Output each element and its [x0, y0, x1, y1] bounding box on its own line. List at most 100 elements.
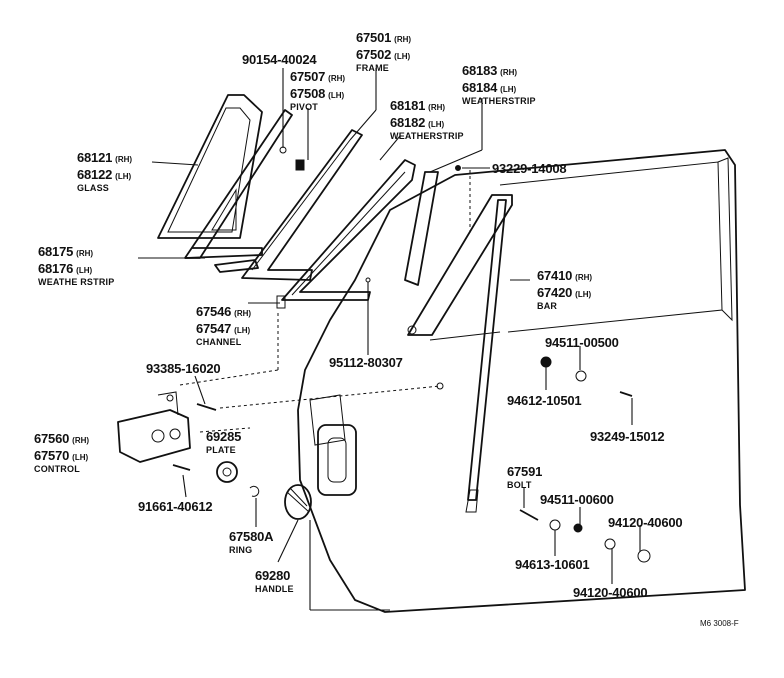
label-95112: 95112-80307: [329, 355, 403, 372]
side-rh: (RH): [575, 273, 593, 282]
label-frame: 67501(RH) 67502(LH) FRAME: [356, 30, 411, 73]
side-lh: (LH): [328, 90, 345, 100]
label-93229: 93229-14008: [492, 161, 567, 178]
label-94120-a: 94120-40600: [608, 515, 683, 532]
label-93385: 93385-16020: [146, 361, 221, 378]
side-rh: (RH): [76, 249, 94, 258]
side-lh: (LH): [428, 119, 445, 129]
label-glass: 68121(RH) 68122(LH) GLASS: [77, 150, 132, 193]
part-number-lh: 67502: [356, 46, 392, 62]
side-lh: (LH): [234, 325, 251, 335]
label-94612: 94612-10501: [507, 393, 582, 410]
vent-glass: [157, 94, 263, 239]
part-name: FRAME: [356, 62, 389, 73]
plate-69285: [216, 461, 238, 483]
side-rh: (RH): [115, 155, 133, 164]
ring-67580a: [249, 485, 260, 497]
label-94613: 94613-10601: [515, 557, 590, 574]
part-number-rh: 67546: [196, 304, 232, 319]
part-number-lh: 68184: [462, 79, 498, 95]
part-number: 69285: [206, 429, 242, 444]
part-number-rh: 67507: [290, 69, 326, 84]
label-91661: 91661-40612: [138, 499, 213, 516]
alignment-lines: [179, 170, 471, 433]
part-number-rh: 68181: [390, 98, 426, 113]
division-bar: [407, 194, 513, 513]
part-name: WEATHERSTRIP: [390, 130, 464, 141]
part-number: 67580A: [229, 529, 274, 544]
part-number: 93249-15012: [590, 429, 665, 444]
part-number-lh: 67420: [537, 284, 573, 300]
pivot: [279, 146, 305, 171]
figure-code: M6 3008-F: [700, 619, 739, 628]
part-number-lh: 67508: [290, 85, 326, 101]
part-name: HANDLE: [255, 583, 294, 594]
side-rh: (RH): [428, 103, 446, 112]
side-lh: (LH): [575, 289, 592, 299]
part-number: 94511-00500: [545, 335, 619, 350]
part-number-rh: 68183: [462, 63, 498, 78]
label-94511-a: 94511-00500: [545, 335, 619, 352]
part-name: PIVOT: [290, 101, 319, 112]
part-number: 91661-40612: [138, 499, 213, 514]
part-number: 94120-40600: [573, 585, 648, 600]
label-plate: 69285 PLATE: [206, 429, 241, 455]
part-number: 90154-40024: [242, 52, 317, 67]
side-lh: (LH): [72, 452, 89, 462]
part-number-lh: 67570: [34, 447, 70, 463]
side-rh: (RH): [394, 35, 412, 44]
part-number: 69280: [255, 568, 291, 583]
side-lh: (LH): [394, 51, 411, 61]
part-name: GLASS: [77, 182, 110, 193]
part-number-lh: 68182: [390, 114, 426, 130]
label-channel: 67546(RH) 67547(LH) CHANNEL: [196, 304, 251, 347]
window-handle: [284, 484, 312, 520]
side-lh: (LH): [500, 84, 517, 94]
label-control: 67560(RH) 67570(LH) CONTROL: [34, 431, 89, 474]
side-lh: (LH): [115, 171, 132, 181]
side-rh: (RH): [328, 74, 346, 83]
part-name: WEATHE RSTRIP: [38, 276, 115, 287]
part-name: RING: [229, 544, 253, 555]
label-figure-code: M6 3008-F: [700, 614, 739, 631]
label-weatherstrip-68181: 68181(RH) 68182(LH) WEATHERSTRIP: [390, 98, 464, 141]
label-94120-b: 94120-40600: [573, 585, 648, 602]
part-number-rh: 67501: [356, 30, 392, 45]
label-weatherstrip-68183: 68183(RH) 68184(LH) WEATHERSTRIP: [462, 63, 536, 106]
part-number: 93229-14008: [492, 161, 567, 176]
fasteners: [172, 165, 651, 563]
part-number: 93385-16020: [146, 361, 221, 376]
label-ring: 67580A RING: [229, 529, 274, 555]
channel-67546: [214, 259, 286, 309]
label-handle: 69280 HANDLE: [255, 568, 294, 594]
weatherstrip-68183: [404, 171, 439, 286]
part-number-lh: 68176: [38, 260, 74, 276]
door-panel: [297, 149, 746, 613]
label-bar: 67410(RH) 67420(LH) BAR: [537, 268, 592, 311]
part-name: WEATHERSTRIP: [462, 95, 536, 106]
control-regulator: [117, 391, 191, 463]
label-weatherstrip-68175: 68175(RH) 68176(LH) WEATHE RSTRIP: [38, 244, 114, 287]
part-name: CONTROL: [34, 463, 80, 474]
part-number-rh: 68121: [77, 150, 113, 165]
label-90154: 90154-40024: [242, 52, 317, 69]
part-name: BAR: [537, 300, 558, 311]
part-number-lh: 68122: [77, 166, 113, 182]
vent-frame: [241, 129, 363, 281]
part-number: 94511-00600: [540, 492, 614, 507]
weatherstrip-68175: [184, 109, 293, 259]
side-rh: (RH): [500, 68, 518, 77]
part-name: PLATE: [206, 444, 236, 455]
label-bolt: 67591 BOLT: [507, 464, 542, 490]
label-94511-b: 94511-00600: [540, 492, 614, 509]
side-lh: (LH): [76, 265, 93, 275]
part-number-rh: 68175: [38, 244, 74, 259]
part-name: CHANNEL: [196, 336, 242, 347]
label-93249: 93249-15012: [590, 429, 665, 446]
part-number: 67591: [507, 464, 543, 479]
side-rh: (RH): [72, 436, 90, 445]
leader-lines: [138, 68, 641, 611]
part-number-lh: 67547: [196, 320, 232, 336]
label-pivot: 67507(RH) 67508(LH) PIVOT: [290, 69, 345, 112]
